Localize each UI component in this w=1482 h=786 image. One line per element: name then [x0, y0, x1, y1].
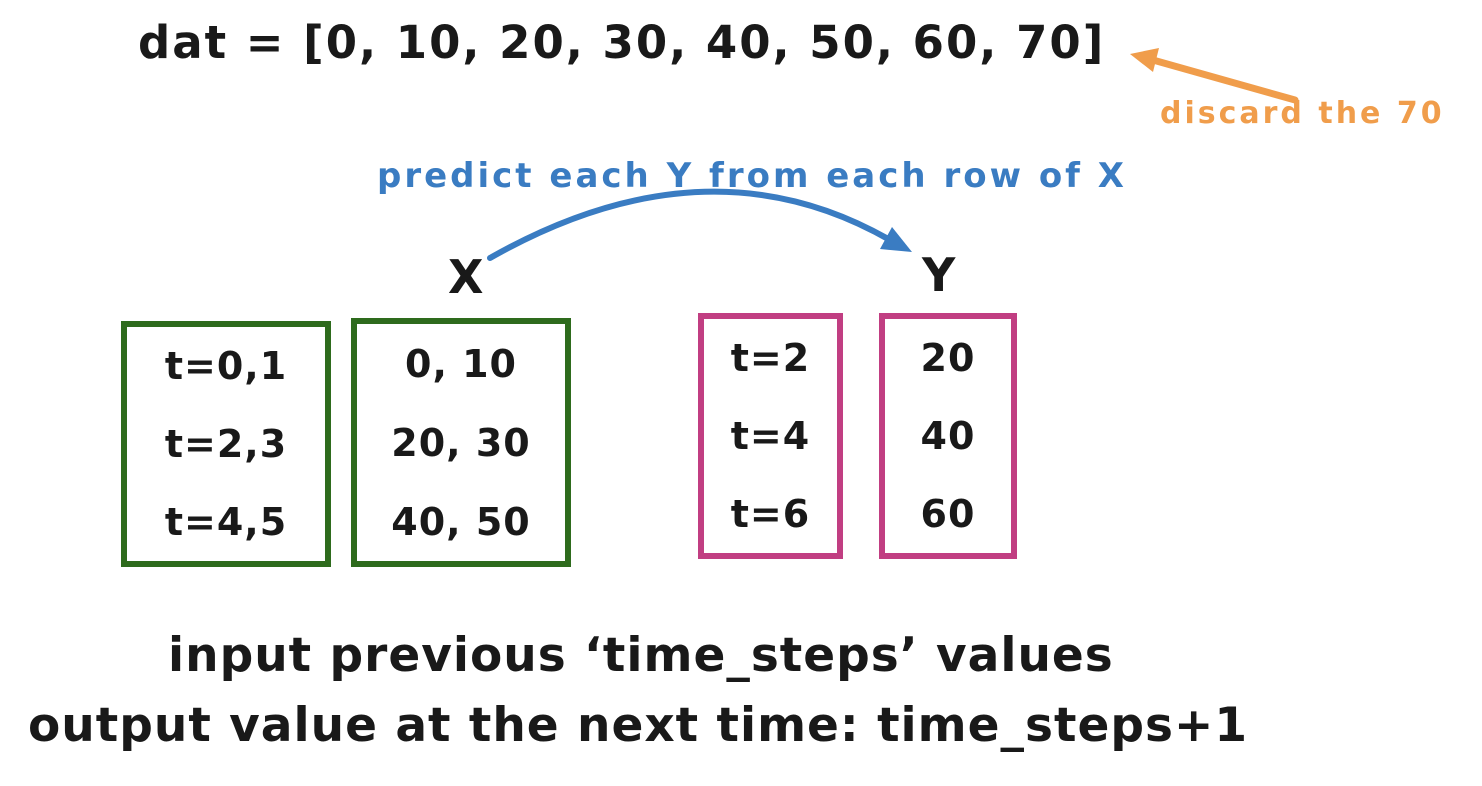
caption-input-line: input previous ‘time_steps’ values — [168, 628, 1114, 683]
y-time-row: t=4 — [730, 414, 811, 458]
y-value-row: 20 — [920, 336, 976, 380]
caption-output-line: output value at the next time: time_step… — [28, 698, 1249, 753]
discard-annotation: discard the 70 — [1160, 96, 1445, 131]
x-time-row: t=2,3 — [164, 422, 288, 466]
data-array-code-line: dat = [0, 10, 20, 30, 40, 50, 60, 70] — [138, 16, 1106, 69]
predict-annotation: predict each Y from each row of X — [377, 156, 1128, 196]
y-time-row: t=6 — [730, 492, 811, 536]
x-column-label: X — [448, 250, 484, 304]
x-value-row: 20, 30 — [391, 420, 531, 465]
x-value-row: 0, 10 — [405, 341, 517, 386]
predict-arrow-shaft — [487, 188, 893, 261]
x-time-row: t=4,5 — [164, 500, 288, 544]
predict-arrow-icon — [487, 188, 912, 261]
x-time-row: t=0,1 — [164, 344, 288, 388]
predict-arrowhead — [880, 227, 912, 252]
discard-arrowhead — [1130, 48, 1159, 72]
y-value-row: 40 — [920, 414, 976, 458]
x-time-index-box: t=0,1 t=2,3 t=4,5 — [121, 321, 331, 567]
x-values-box: 0, 10 20, 30 40, 50 — [351, 318, 571, 567]
y-time-index-box: t=2 t=4 t=6 — [698, 313, 843, 559]
y-values-box: 20 40 60 — [879, 313, 1017, 559]
y-value-row: 60 — [920, 492, 976, 536]
discard-arrow-shaft — [1149, 56, 1299, 104]
y-time-row: t=2 — [730, 336, 811, 380]
y-column-label: Y — [922, 248, 956, 302]
x-value-row: 40, 50 — [391, 499, 531, 544]
discard-arrow-icon — [1130, 48, 1299, 104]
